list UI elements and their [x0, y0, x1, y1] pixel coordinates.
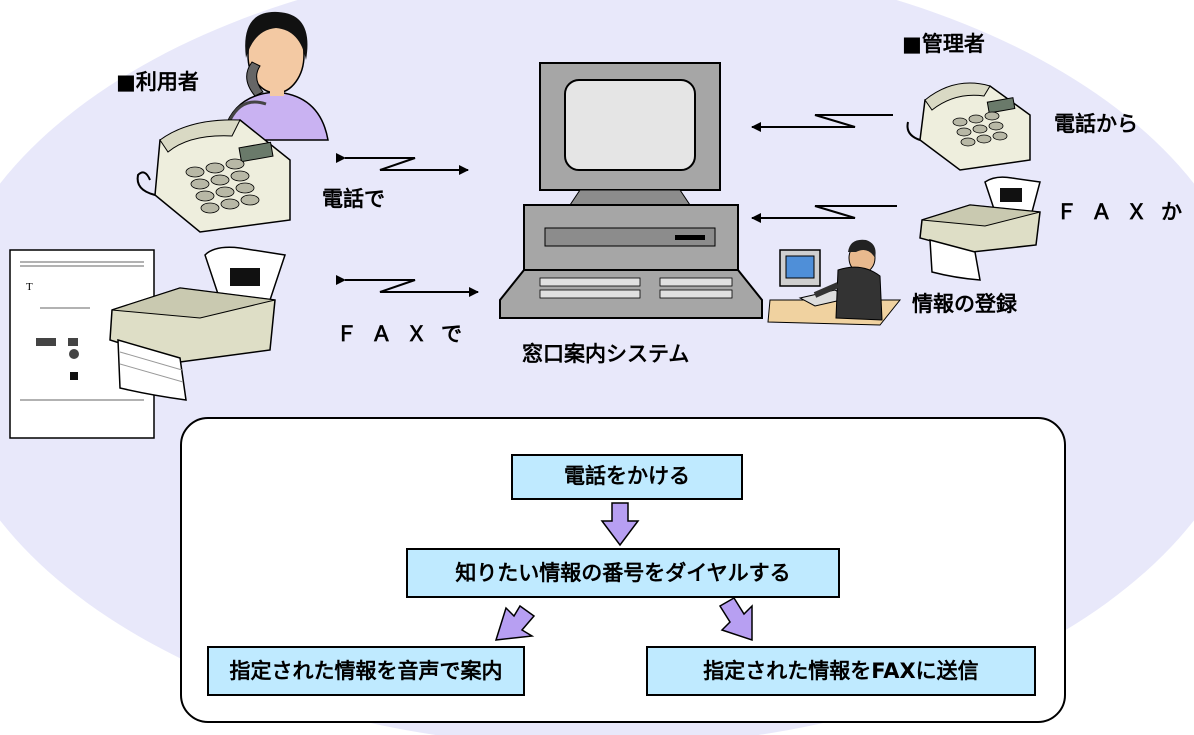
fax-machine-icon: [109, 246, 286, 401]
register-label: 情報の登録: [912, 292, 1017, 316]
flow-result-voice: 指定された情報を音声で案内: [207, 646, 525, 696]
flow-result-fax: 指定された情報をFAXに送信: [646, 646, 1036, 696]
svg-text:T: T: [26, 281, 33, 293]
flow-step-call: 電話をかける: [511, 454, 743, 500]
computer-icon: [499, 62, 763, 319]
woman-phone-icon: [221, 11, 329, 141]
telephone-icon: [136, 119, 291, 233]
from-phone-label: 電話から: [1054, 112, 1138, 136]
operator-icon: [767, 239, 902, 326]
fax-machine-icon: [919, 176, 1041, 281]
by-phone-label: 電話で: [322, 187, 385, 211]
by-fax-label: ＦＡＸで: [336, 322, 476, 346]
link-arrow-fax: [336, 275, 479, 297]
system-label: 窓口案内システム: [522, 342, 690, 366]
link-arrow-phone: [336, 153, 469, 175]
link-arrow-admin-phone: [751, 114, 893, 132]
user-label: ■利用者: [116, 70, 199, 94]
link-arrow-admin-fax: [751, 205, 897, 223]
flow-step-dial: 知りたい情報の番号をダイヤルする: [406, 548, 840, 598]
from-fax-label: ＦＡＸから: [1056, 200, 1194, 224]
telephone-icon: [906, 82, 1031, 171]
admin-label: ■管理者: [902, 32, 985, 56]
